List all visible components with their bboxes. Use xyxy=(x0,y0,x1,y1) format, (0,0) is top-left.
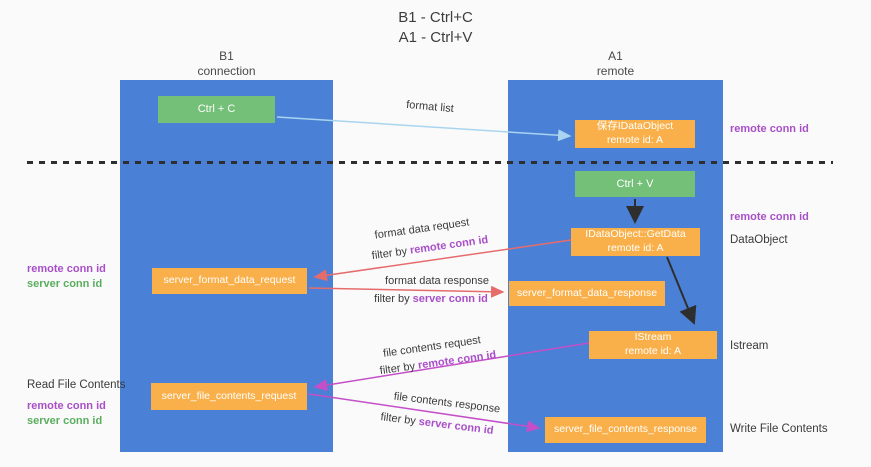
annotation-remote-conn-id-top-right: remote conn id xyxy=(730,123,809,135)
server-file-contents-request-label: server_file_contents_request xyxy=(161,389,297,402)
save-dataobject-line2: remote id: A xyxy=(606,134,663,146)
annotation-remote-conn-id-mid-right: remote conn id xyxy=(730,211,809,223)
annotation-dataobject: DataObject xyxy=(730,234,788,246)
ctrl-c-label: Ctrl + C xyxy=(197,103,236,116)
box-server-format-data-request: server_format_data_request xyxy=(152,268,307,294)
istream-line1: IStream xyxy=(634,331,672,344)
annotation-server-conn-id-left-1: server conn id xyxy=(27,278,103,290)
server-format-data-response-label: server_format_data_response xyxy=(516,286,658,299)
server-file-contents-response-label: server_file_contents_response xyxy=(553,423,697,436)
column-a1-name: A1 xyxy=(608,49,623,63)
istream-line2: remote id: A xyxy=(624,345,682,357)
title-line-2: A1 - Ctrl+V xyxy=(398,28,473,46)
annotation-read-file-contents: Read File Contents xyxy=(27,379,126,391)
column-a1-role: remote xyxy=(596,64,635,78)
arrow-format-data-response xyxy=(308,285,505,298)
arrow-label-filter-server-conn-1: filter by server conn id xyxy=(374,293,488,305)
arrow-label-format-data-response: format data response xyxy=(385,275,489,287)
box-istream: IStream remote id: A xyxy=(589,331,717,359)
box-server-format-data-response: server_format_data_response xyxy=(509,281,665,306)
getdata-line2: remote id: A xyxy=(607,242,664,254)
annotation-remote-conn-id-left-1: remote conn id xyxy=(27,263,106,275)
column-header-a1: A1 remote xyxy=(508,49,723,79)
column-header-b1: B1 connection xyxy=(120,49,333,79)
ctrl-v-label: Ctrl + V xyxy=(616,177,654,190)
annotation-istream: Istream xyxy=(730,340,769,352)
arrow-label-filter-server-conn-2: filter by server conn id xyxy=(379,411,495,437)
column-b1-role: connection xyxy=(197,64,256,78)
box-server-file-contents-request: server_file_contents_request xyxy=(151,383,307,410)
phase-separator-dashed-line xyxy=(27,161,833,164)
save-dataobject-line1: 保存IDataObject xyxy=(596,120,674,133)
column-b1-name: B1 xyxy=(219,49,234,63)
box-ctrl-c: Ctrl + C xyxy=(158,96,275,123)
annotation-remote-conn-id-left-2: remote conn id xyxy=(27,400,106,412)
annotation-write-file-contents: Write File Contents xyxy=(730,423,828,435)
arrow-label-file-contents-response: file contents response xyxy=(393,390,501,416)
arrow-label-format-list: format list xyxy=(405,98,455,116)
diagram-title: B1 - Ctrl+C A1 - Ctrl+V xyxy=(0,8,871,47)
getdata-line1: IDataObject::GetData xyxy=(585,228,686,241)
box-server-file-contents-response: server_file_contents_response xyxy=(545,417,706,443)
box-ctrl-v: Ctrl + V xyxy=(575,171,695,197)
box-save-dataobject: 保存IDataObject remote id: A xyxy=(575,120,695,148)
box-idataobject-getdata: IDataObject::GetData remote id: A xyxy=(571,228,700,256)
title-line-1: B1 - Ctrl+C xyxy=(398,9,473,26)
annotation-server-conn-id-left-2: server conn id xyxy=(27,415,103,427)
server-format-data-request-label: server_format_data_request xyxy=(163,274,296,287)
